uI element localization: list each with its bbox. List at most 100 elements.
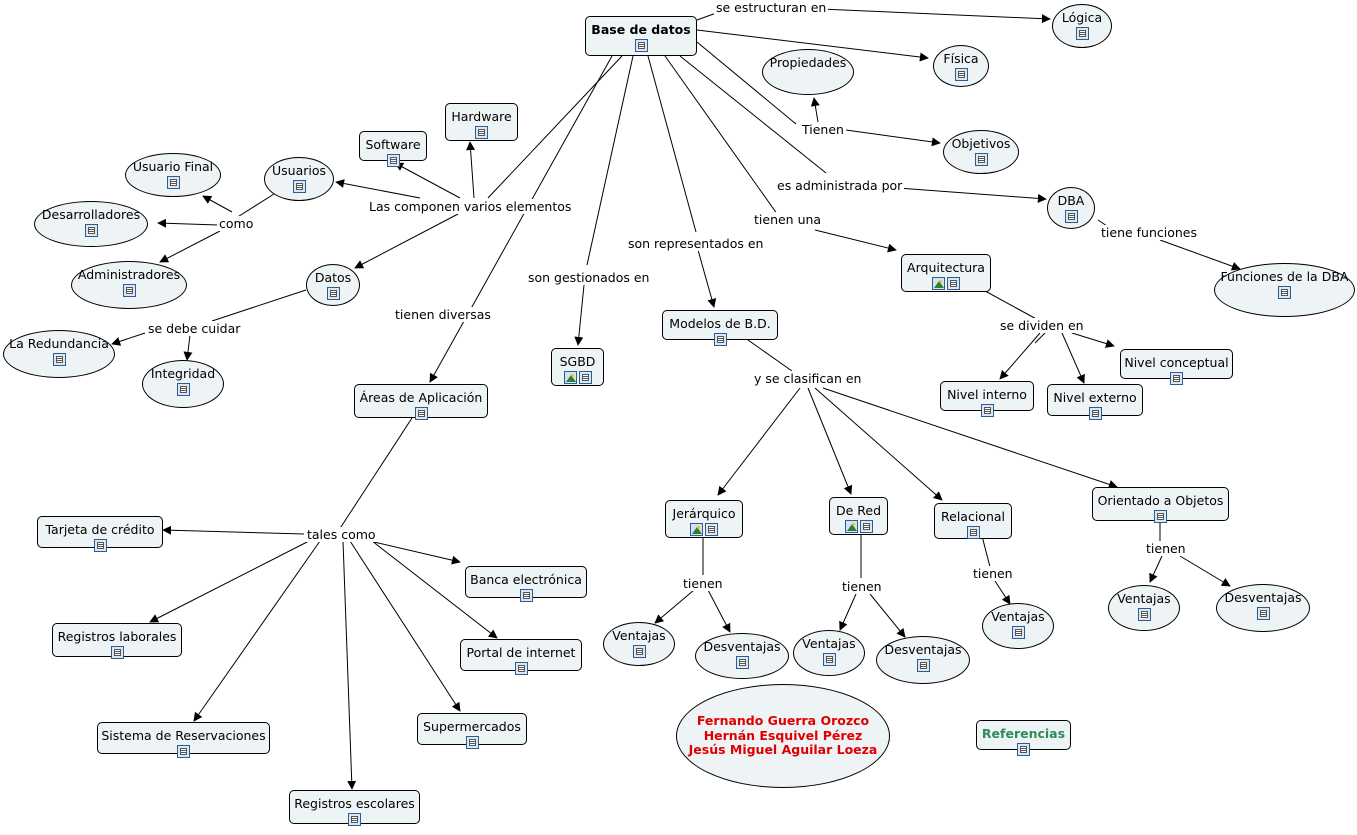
image-resource-icon[interactable] bbox=[563, 371, 577, 384]
document-resource-icon[interactable] bbox=[326, 287, 340, 300]
node-jerarquico[interactable]: Jerárquico bbox=[665, 500, 743, 538]
node-escolares[interactable]: Registros escolares bbox=[289, 790, 420, 826]
node-modelos[interactable]: Modelos de B.D. bbox=[662, 310, 778, 346]
document-resource-icon[interactable] bbox=[519, 589, 533, 602]
document-resource-icon[interactable] bbox=[348, 813, 361, 826]
document-resource-icon[interactable] bbox=[1017, 743, 1030, 756]
node-dba[interactable]: DBA bbox=[1047, 187, 1095, 229]
node-relacional[interactable]: Relacional bbox=[934, 503, 1012, 539]
node-arquitectura[interactable]: Arquitectura bbox=[901, 254, 991, 292]
document-resource-icon[interactable] bbox=[974, 153, 988, 166]
node-portal[interactable]: Portal de internet bbox=[460, 639, 582, 675]
node-v3[interactable]: Ventajas bbox=[982, 603, 1054, 649]
node-areas[interactable]: Áreas de Aplicación bbox=[354, 384, 488, 420]
node-usuarios[interactable]: Usuarios bbox=[264, 157, 334, 201]
document-resource-icon[interactable] bbox=[110, 646, 124, 659]
node-referencias[interactable]: Referencias bbox=[976, 720, 1071, 756]
node-d1[interactable]: Desventajas bbox=[695, 633, 789, 679]
node-reservaciones[interactable]: Sistema de Reservaciones bbox=[97, 722, 270, 758]
node-banca[interactable]: Banca electrónica bbox=[465, 566, 587, 602]
document-resource-icon[interactable] bbox=[822, 653, 836, 666]
node-usuariofinal[interactable]: Usuario Final bbox=[125, 153, 221, 197]
document-resource-icon[interactable] bbox=[176, 383, 190, 396]
node-propiedades[interactable]: Propiedades bbox=[762, 49, 854, 95]
document-resource-icon[interactable] bbox=[947, 277, 960, 290]
document-resource-icon[interactable] bbox=[713, 333, 727, 346]
node-nivelexterno[interactable]: Nivel externo bbox=[1047, 384, 1143, 420]
document-resource-icon[interactable] bbox=[514, 662, 528, 675]
node-fisica[interactable]: Física bbox=[933, 45, 989, 87]
image-resource-icon[interactable] bbox=[690, 523, 703, 536]
link-line bbox=[162, 525, 305, 535]
node-datos[interactable]: Datos bbox=[306, 264, 360, 306]
document-resource-icon[interactable] bbox=[1278, 286, 1291, 299]
node-funcionesdba[interactable]: Funciones de la DBA bbox=[1214, 263, 1355, 317]
document-resource-icon[interactable] bbox=[465, 736, 479, 749]
node-software[interactable]: Software bbox=[359, 131, 427, 167]
document-resource-icon[interactable] bbox=[177, 745, 190, 758]
node-dered[interactable]: De Red bbox=[829, 497, 888, 535]
node-supermercados[interactable]: Supermercados bbox=[417, 713, 527, 749]
image-resource-icon[interactable] bbox=[932, 277, 945, 290]
document-resource-icon[interactable] bbox=[292, 180, 306, 193]
link-line bbox=[373, 541, 461, 565]
document-resource-icon[interactable] bbox=[916, 659, 930, 672]
document-resource-icon[interactable] bbox=[632, 645, 646, 658]
document-resource-icon[interactable] bbox=[122, 284, 136, 297]
document-resource-icon[interactable] bbox=[705, 523, 718, 536]
node-redundancia[interactable]: La Redundancia bbox=[3, 330, 115, 378]
node-label: Objetivos bbox=[951, 136, 1011, 151]
node-base[interactable]: Base de datos bbox=[585, 16, 697, 56]
document-resource-icon[interactable] bbox=[1088, 407, 1102, 420]
node-logica[interactable]: Lógica bbox=[1052, 4, 1112, 48]
node-d4[interactable]: Desventajas bbox=[1216, 584, 1310, 632]
node-label: Modelos de B.D. bbox=[669, 316, 771, 331]
document-resource-icon[interactable] bbox=[1137, 608, 1151, 621]
node-orientado[interactable]: Orientado a Objetos bbox=[1092, 487, 1229, 523]
link-line bbox=[202, 195, 233, 213]
node-administradores[interactable]: Administradores bbox=[71, 261, 187, 309]
node-d2[interactable]: Desventajas bbox=[876, 636, 970, 684]
node-label: Ventajas bbox=[991, 609, 1045, 624]
node-integridad[interactable]: Integridad bbox=[142, 360, 224, 408]
node-desarrolladores[interactable]: Desarrolladores bbox=[34, 201, 148, 247]
link-line bbox=[336, 417, 413, 534]
node-label: Jerárquico bbox=[672, 506, 736, 521]
document-resource-icon[interactable] bbox=[1064, 210, 1078, 223]
linking-phrase: Las componen varios elementos bbox=[367, 199, 574, 214]
document-resource-icon[interactable] bbox=[954, 68, 968, 81]
document-resource-icon[interactable] bbox=[475, 126, 488, 139]
document-resource-icon[interactable] bbox=[52, 353, 66, 366]
document-resource-icon[interactable] bbox=[166, 176, 180, 189]
node-nivelinterno[interactable]: Nivel interno bbox=[940, 381, 1034, 417]
node-hardware[interactable]: Hardware bbox=[445, 103, 518, 141]
document-resource-icon[interactable] bbox=[634, 39, 648, 52]
document-resource-icon[interactable] bbox=[386, 154, 400, 167]
document-resource-icon[interactable] bbox=[1154, 510, 1167, 523]
document-resource-icon[interactable] bbox=[1256, 607, 1270, 620]
link-line bbox=[807, 387, 853, 495]
node-v4[interactable]: Ventajas bbox=[1108, 585, 1180, 631]
document-resource-icon[interactable] bbox=[93, 539, 107, 552]
node-laborales[interactable]: Registros laborales bbox=[52, 623, 182, 659]
node-sgbd[interactable]: SGBD bbox=[551, 348, 604, 386]
node-v1[interactable]: Ventajas bbox=[603, 622, 675, 666]
document-resource-icon[interactable] bbox=[980, 404, 994, 417]
node-tarjeta[interactable]: Tarjeta de crédito bbox=[37, 516, 163, 552]
document-resource-icon[interactable] bbox=[414, 407, 428, 420]
node-objetivos[interactable]: Objetivos bbox=[943, 130, 1019, 174]
document-resource-icon[interactable] bbox=[578, 371, 592, 384]
document-resource-icon[interactable] bbox=[735, 656, 749, 669]
link-line bbox=[717, 387, 801, 496]
node-v2[interactable]: Ventajas bbox=[793, 630, 865, 676]
document-resource-icon[interactable] bbox=[84, 224, 98, 237]
linking-phrase: se dividen en bbox=[998, 318, 1086, 333]
document-resource-icon[interactable] bbox=[1075, 27, 1089, 40]
document-resource-icon[interactable] bbox=[966, 526, 980, 539]
link-line bbox=[796, 7, 1051, 24]
document-resource-icon[interactable] bbox=[1011, 626, 1025, 639]
document-resource-icon[interactable] bbox=[859, 520, 873, 533]
document-resource-icon[interactable] bbox=[1170, 372, 1183, 385]
node-nivelconceptual[interactable]: Nivel conceptual bbox=[1120, 349, 1233, 385]
image-resource-icon[interactable] bbox=[844, 520, 858, 533]
